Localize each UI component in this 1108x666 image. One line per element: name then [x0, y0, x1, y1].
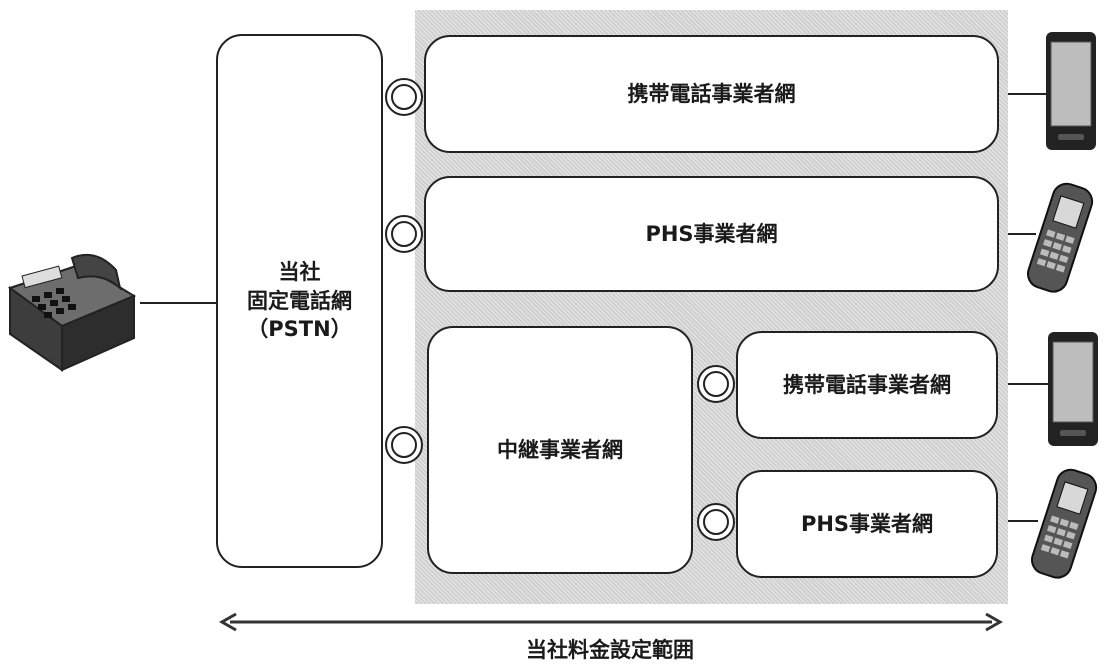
- phs-handset-icon: [1030, 468, 1098, 579]
- smartphone-icon: [1048, 332, 1098, 446]
- interconnect-ring: [385, 78, 423, 116]
- device-connector: [1008, 93, 1046, 95]
- desk-phone-connector: [140, 302, 218, 304]
- device-connector: [1008, 520, 1038, 522]
- desk-phone-icon: [7, 254, 137, 372]
- device-connector: [1008, 383, 1048, 385]
- interconnect-ring: [385, 215, 423, 253]
- mobile-carrier-network-box: 携帯電話事業者網: [424, 35, 999, 153]
- phs-carrier-network-box: PHS事業者網: [424, 176, 999, 292]
- pstn-network-box: 当社 固定電話網 （PSTN）: [216, 34, 383, 568]
- interconnect-ring: [697, 503, 735, 541]
- range-arrow: [218, 612, 1004, 632]
- charging-range-label: 当社料金設定範囲: [526, 638, 694, 662]
- interconnect-ring: [697, 365, 735, 403]
- device-connector: [1008, 233, 1036, 235]
- smartphone-icon: [1046, 32, 1096, 150]
- interconnect-ring: [385, 426, 423, 464]
- phs-carrier-network-box: PHS事業者網: [736, 470, 998, 578]
- mobile-carrier-network-box: 携帯電話事業者網: [736, 331, 998, 439]
- relay-carrier-network-box: 中継事業者網: [427, 326, 693, 574]
- phs-handset-icon: [1026, 182, 1094, 293]
